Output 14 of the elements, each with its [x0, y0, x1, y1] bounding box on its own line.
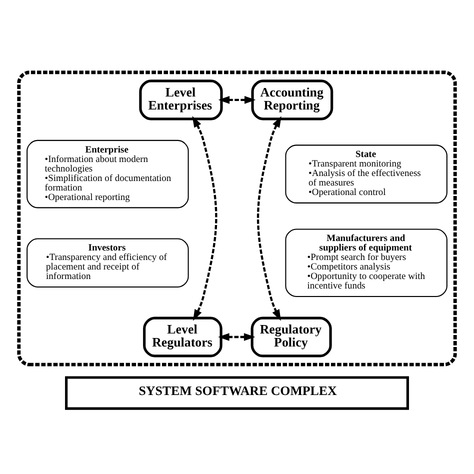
cluster — [17, 70, 457, 366]
node-box: Regulatory Policy — [250, 316, 332, 358]
node-box: Manufacturers and suppliers of equipment •Prompt search for buyers •Competitors analysis •Opportunity to cooperate with incentive funds — [285, 228, 448, 297]
node-box: SYSTEM SOFTWARE COMPLEX — [65, 376, 409, 410]
arrow — [218, 333, 256, 341]
node-box: Investors •Transparency and efficiency of placement and receipt of information — [26, 238, 189, 288]
node-box: Level Enterprises — [139, 80, 223, 120]
node-box: Accounting Reporting — [251, 80, 334, 120]
arrow — [256, 116, 282, 321]
node-box: Enterprise •Information about modern technologies •Simplification of documentation formation •Operational reporting — [26, 140, 189, 208]
arrow — [218, 96, 256, 104]
node-box: Level Regulators — [143, 316, 222, 358]
arrow — [192, 116, 218, 321]
node-box: State •Transparent monitoring •Analysis of the effectiveness of measures •Operational control — [285, 144, 448, 204]
